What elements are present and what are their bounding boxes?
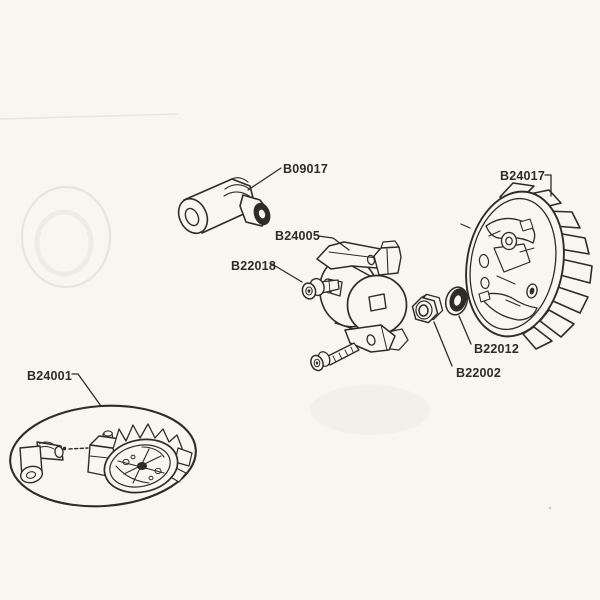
flywheel-hub bbox=[500, 231, 518, 251]
label-ignition-coil: B24005 bbox=[275, 229, 320, 243]
loose-bolt-drawing bbox=[310, 342, 360, 372]
assembly-ellipse bbox=[9, 404, 197, 508]
label-hex-nut: B22002 bbox=[456, 366, 501, 380]
spark-plug-cap-drawing bbox=[177, 177, 271, 235]
assembly-drawing bbox=[9, 404, 197, 508]
coil-core-window bbox=[368, 293, 387, 312]
tab-hole bbox=[366, 334, 376, 346]
leader-b09017 bbox=[247, 167, 282, 191]
leader-b22012 bbox=[458, 315, 472, 345]
nut-hole bbox=[418, 304, 429, 317]
part-labels: B09017 B24005 B22018 B24017 B22012 B2200… bbox=[27, 162, 545, 383]
label-ignition-coil-assembly: B24001 bbox=[27, 369, 72, 383]
assembly-flywheel bbox=[103, 423, 193, 494]
leader-b22002 bbox=[433, 321, 453, 367]
washer-hole bbox=[453, 294, 462, 307]
label-socket-head-bolt: B22018 bbox=[231, 259, 276, 273]
scan-artifacts bbox=[0, 113, 552, 510]
flywheel-drawing bbox=[460, 182, 593, 350]
flywheel-mechanism bbox=[478, 217, 538, 321]
label-spark-plug-cap: B09017 bbox=[283, 162, 328, 176]
label-washer: B22012 bbox=[474, 342, 519, 356]
leader-lines bbox=[71, 167, 552, 407]
leader-b24005 bbox=[317, 235, 350, 251]
assembly-dashed-line bbox=[68, 447, 89, 450]
leader-b24001 bbox=[71, 373, 102, 407]
cap-open-face bbox=[177, 197, 209, 235]
hex-nut-drawing bbox=[411, 293, 444, 324]
washer-drawing bbox=[444, 286, 469, 316]
mounted-bolt-drawing bbox=[301, 277, 340, 300]
leader-b24017 bbox=[544, 174, 552, 197]
leader-b22018 bbox=[271, 263, 303, 283]
assembly-cap bbox=[19, 441, 67, 484]
ignition-coil-drawing bbox=[301, 240, 409, 372]
label-flywheel: B24017 bbox=[500, 169, 545, 183]
